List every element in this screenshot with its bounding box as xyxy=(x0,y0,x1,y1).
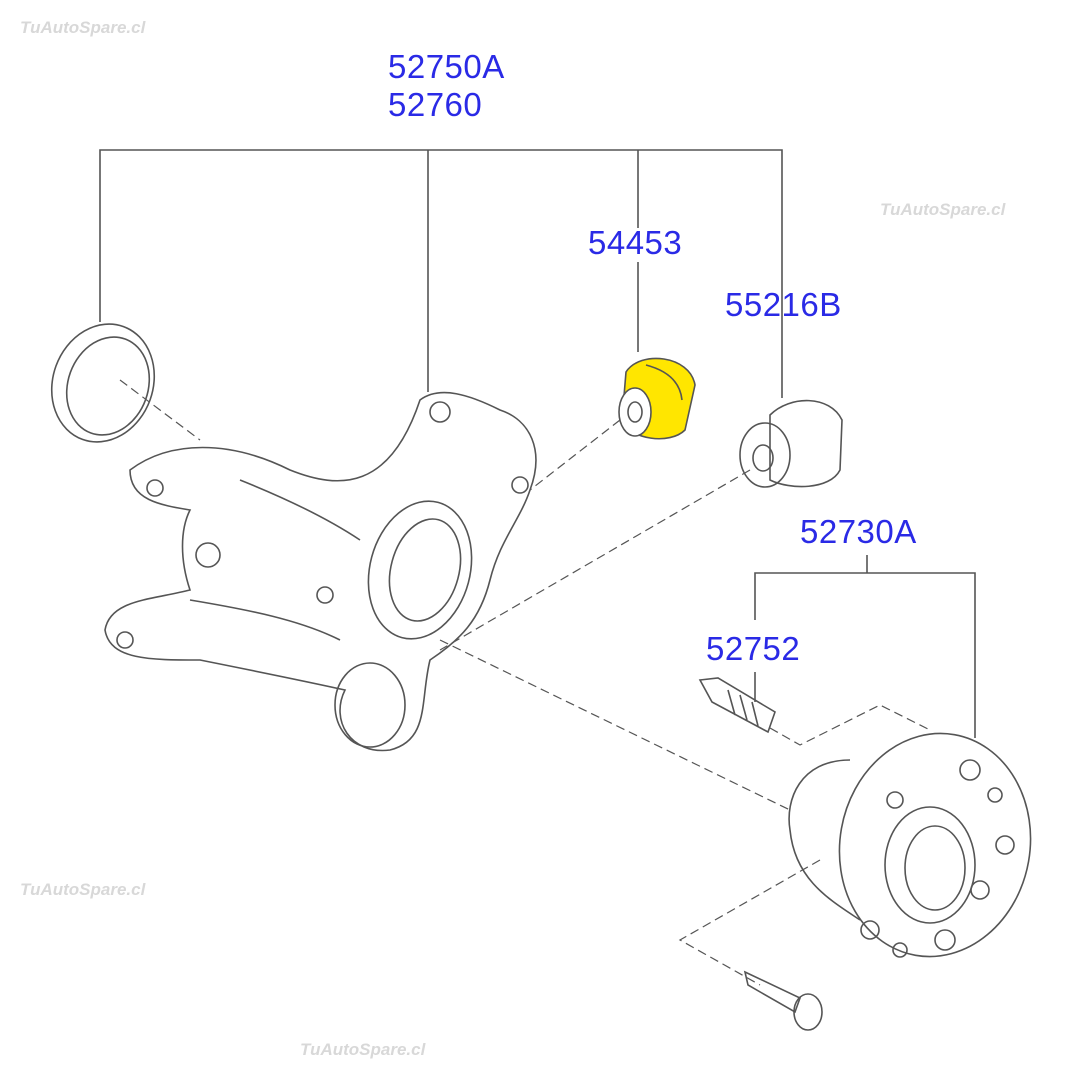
bush-55216B xyxy=(739,399,843,488)
hub-bolt xyxy=(698,677,776,734)
assembly-lines xyxy=(119,379,931,986)
hub-bearing xyxy=(788,732,1032,958)
part-label-52750A[interactable]: 52750A xyxy=(388,48,505,85)
part-label-52760[interactable]: 52760 xyxy=(388,86,483,123)
mounting-bolt xyxy=(743,970,823,1031)
part-label-55216B[interactable]: 55216B xyxy=(725,286,842,323)
knuckle xyxy=(104,391,537,752)
dust-cover-ring xyxy=(50,323,156,443)
part-label-52752[interactable]: 52752 xyxy=(706,630,801,667)
part-label-52730A[interactable]: 52730A xyxy=(800,513,917,550)
part-label-54453[interactable]: 54453 xyxy=(588,224,683,261)
callout-lines xyxy=(99,149,976,738)
bush-54453 xyxy=(618,357,696,440)
